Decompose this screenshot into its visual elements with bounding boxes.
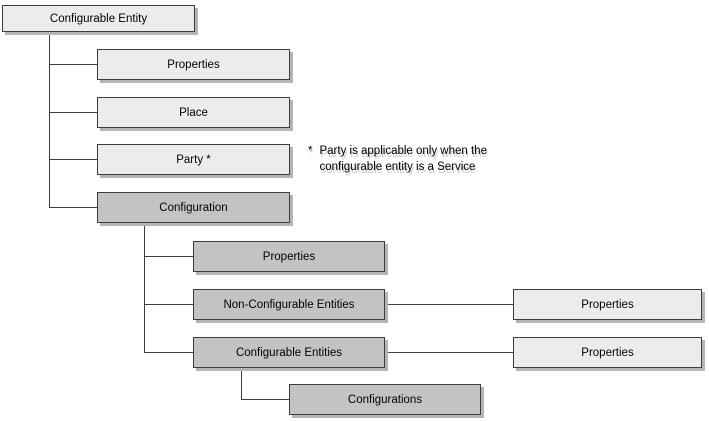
connector-hline-configuration: [49, 207, 97, 208]
connector-hline-configurations: [241, 399, 289, 400]
connector-hline-nce-properties: [385, 304, 513, 305]
connector-hline-party: [49, 159, 97, 160]
connector-vline-configurable-entities: [241, 368, 242, 400]
footnote-text: Party is applicable only when the config…: [319, 143, 487, 175]
node-configurable-entity: Configurable Entity: [2, 5, 195, 32]
connector-hline-configurable-entities: [144, 352, 193, 353]
node-configuration: Configuration: [97, 192, 290, 223]
node-ce-properties: Properties: [513, 337, 702, 368]
connector-vline-configuration: [144, 223, 145, 353]
connector-hline-ce-properties: [385, 352, 513, 353]
connector-hline-properties: [49, 64, 97, 65]
node-configuration-properties: Properties: [193, 241, 385, 272]
connector-hline-place: [49, 112, 97, 113]
connector-hline-config-properties: [144, 256, 193, 257]
node-configurable-entities: Configurable Entities: [193, 337, 385, 368]
footnote-line-1: Party is applicable only when the: [319, 145, 487, 157]
footnote: * Party is applicable only when the conf…: [308, 143, 487, 175]
node-place: Place: [97, 97, 290, 128]
connector-hline-non-configurable-entities: [144, 304, 193, 305]
node-configurations: Configurations: [289, 384, 481, 415]
footnote-line-2: configurable entity is a Service: [319, 161, 476, 173]
node-non-configurable-entities: Non-Configurable Entities: [193, 289, 385, 320]
node-properties: Properties: [97, 49, 290, 80]
node-party: Party *: [97, 144, 290, 175]
footnote-asterisk: *: [308, 145, 313, 157]
connector-vline-root: [49, 32, 50, 208]
node-nce-properties: Properties: [513, 289, 702, 320]
